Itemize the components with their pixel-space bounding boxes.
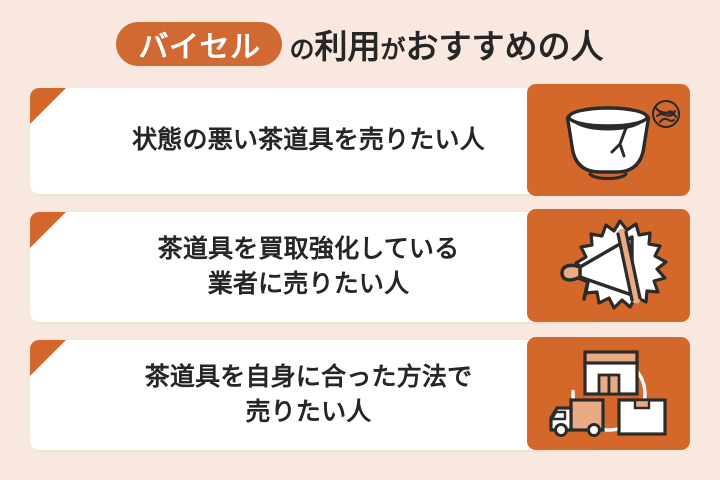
list-item: 状態の悪い茶道具を売りたい人 — [30, 88, 605, 194]
title-particle-ga: が — [380, 36, 406, 64]
card-line: 業者に売りたい人 — [207, 270, 410, 298]
card-line: 売りたい人 — [245, 398, 372, 426]
megaphone-icon — [559, 218, 668, 310]
tea-bowl-icon — [565, 99, 680, 181]
corner-accent-icon — [30, 340, 66, 376]
card-line: 茶道具を買取強化している — [157, 234, 460, 263]
card-line: 茶道具を自身に合った方法で — [144, 362, 473, 391]
page-title: バイセル の利用がおすすめの人 — [0, 16, 720, 72]
corner-accent-icon — [30, 212, 66, 248]
card-line: 状態の悪い茶道具を売りたい人 — [132, 126, 485, 155]
brand-badge: バイセル — [116, 22, 283, 66]
page-title-text: の利用がおすすめの人 — [289, 20, 603, 68]
list-item: 茶道具を買取強化している 業者に売りたい人 — [30, 212, 605, 322]
card-text: 状態の悪い茶道具を売りたい人 — [70, 88, 547, 194]
icon-tile — [527, 337, 690, 450]
list-item: 茶道具を自身に合った方法で 売りたい人 — [30, 340, 605, 450]
corner-accent-icon — [30, 88, 66, 124]
title-word-riyou: 利用 — [314, 28, 381, 65]
icon-tile — [527, 84, 690, 196]
icon-tile — [527, 209, 690, 322]
title-word-osusume: おすすめの人 — [405, 28, 604, 65]
store-truck-box-icon — [548, 349, 667, 437]
card-text: 茶道具を買取強化している 業者に売りたい人 — [70, 212, 547, 322]
card-text: 茶道具を自身に合った方法で 売りたい人 — [70, 340, 547, 450]
title-particle-no: の — [289, 36, 315, 64]
